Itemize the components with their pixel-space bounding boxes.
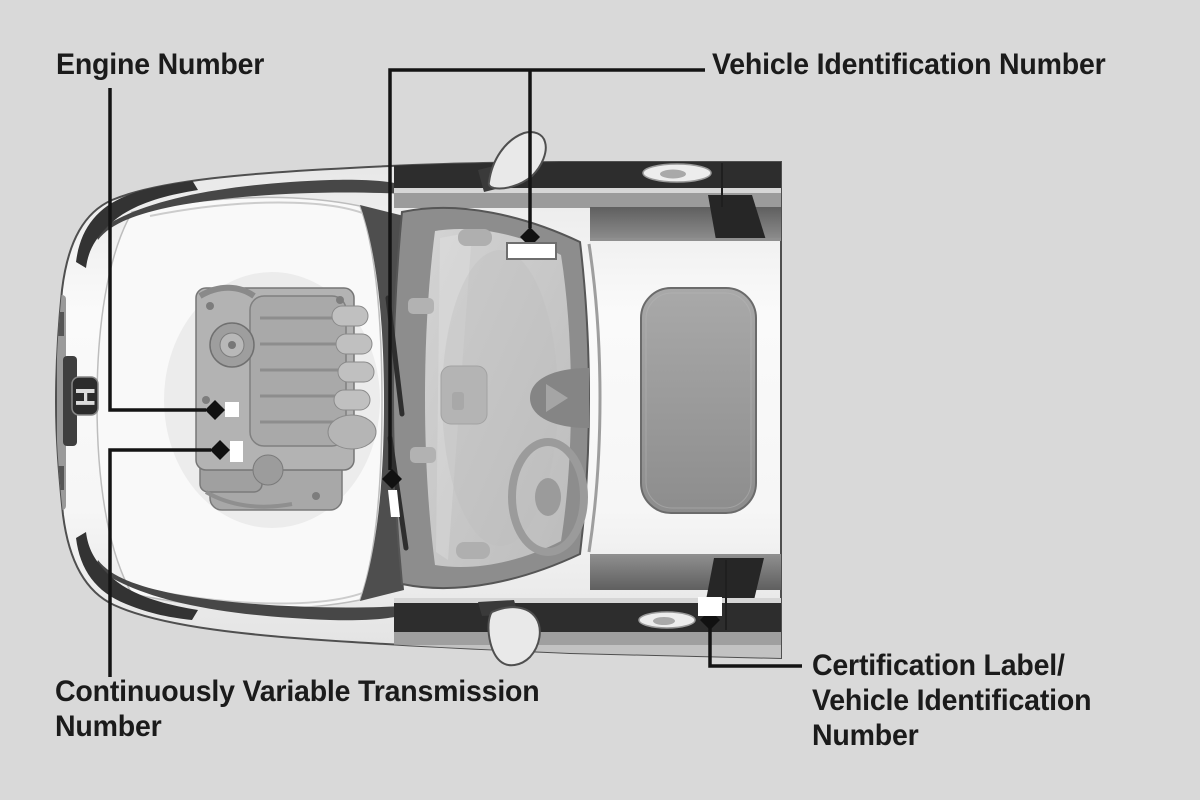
id-plates (225, 242, 722, 616)
cvt-number-label: Continuously Variable Transmission Numbe… (55, 674, 540, 744)
bottom-door-band (394, 603, 781, 632)
cvt-number-leader (108, 448, 211, 677)
badge-letter: H (70, 387, 100, 407)
cvt-number-diamond-icon (210, 440, 230, 460)
grille-trim (63, 356, 77, 446)
steering-wheel (508, 438, 588, 556)
windshield-glass (425, 228, 571, 568)
cert-label-leader (708, 628, 802, 668)
bumper-edge (57, 295, 66, 510)
cert-label-plate (698, 597, 722, 616)
cert-label-line1: Certification Label/ (812, 649, 1065, 682)
side-mirror-bottom (478, 600, 541, 667)
intake-runner (337, 361, 375, 383)
headlight-bottom (76, 532, 198, 620)
engine-number-label: Engine Number (56, 48, 265, 81)
intake-runner (331, 305, 369, 327)
intake-runner (335, 333, 373, 355)
cvt-number-plate (230, 441, 243, 462)
engine-number-leader (108, 88, 206, 412)
wiper-bottom (387, 435, 409, 551)
bottom-b-pillar (706, 558, 764, 600)
bottom-fender-crease (96, 560, 404, 621)
engine-illustration (164, 272, 380, 528)
windshield (385, 206, 591, 590)
vin-label: Vehicle Identification Number (712, 48, 1106, 81)
intake-runner (333, 389, 371, 411)
vin-pillar-diamond-icon (382, 469, 402, 489)
vin-leader-pillar (388, 68, 705, 470)
brand-badge: H (70, 376, 100, 416)
cert-label-line3: Number (812, 719, 919, 752)
engine-number-plate (225, 402, 239, 417)
vin-dash-plate (506, 242, 557, 260)
top-fender-crease (96, 179, 404, 240)
vin-pillar-plate (388, 490, 400, 517)
roof-front-edge (587, 243, 602, 553)
engine-number-diamond-icon (205, 400, 225, 420)
certification-label: Certification Label/ Vehicle Identificat… (812, 648, 1092, 753)
top-door-band (394, 162, 781, 190)
sunroof (640, 287, 757, 514)
cvt-label-line2: Number (55, 710, 162, 743)
leader-lines (108, 68, 802, 677)
cert-label-line2: Vehicle Identification (812, 684, 1092, 717)
headlight-top (76, 180, 198, 268)
cvt-label-line1: Continuously Variable Transmission (55, 675, 540, 708)
